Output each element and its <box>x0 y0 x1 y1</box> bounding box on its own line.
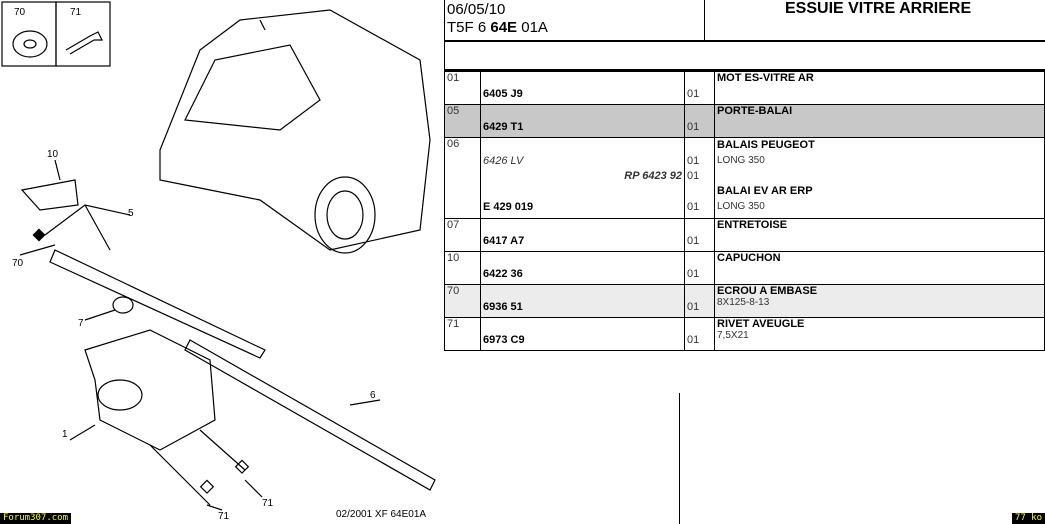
cap <box>20 179 79 211</box>
ref-prefix: T5F 6 <box>447 19 491 36</box>
alt-part-number: 6426 LV <box>483 155 524 167</box>
description-detail: 7,5X21 <box>717 330 749 341</box>
wiper-blade <box>184 339 436 491</box>
document-header: 06/05/10 T5F 6 64E 01A ESSUIE VITRE ARRI… <box>444 0 1045 42</box>
parts-diagram: 70 71 10 5 70 7 1 6 71 71 <box>1 1 436 522</box>
wiper-arm <box>49 249 266 359</box>
desc-cell: PORTE-BALAI <box>714 104 1045 138</box>
description: PORTE-BALAI <box>717 105 793 117</box>
nut-icon <box>12 30 48 58</box>
qty-cell: 01 <box>684 317 715 351</box>
description-detail: LONG 350 <box>717 201 765 212</box>
part-number: 6422 36 <box>483 268 523 280</box>
description: ECROU A EMBASE <box>717 285 818 297</box>
parts-table: 01 6405 J9 01 MOT ES-VITRE AR 05 6429 T1… <box>444 71 1045 351</box>
rep-cell: 10 <box>444 251 481 285</box>
description: BALAIS PEUGEOT <box>717 139 815 151</box>
table-row: 10 6422 36 01 CAPUCHON <box>444 251 1045 285</box>
description: ENTRETOISE <box>717 219 788 231</box>
part-number: E 429 019 <box>483 201 534 213</box>
label-5: 5 <box>128 208 134 219</box>
desc-cell: MOT ES-VITRE AR <box>714 71 1045 105</box>
description-detail: LONG 350 <box>717 155 765 166</box>
qty: 01 <box>687 170 700 182</box>
part-cell: 6429 T1 <box>480 104 685 138</box>
description: MOT ES-VITRE AR <box>717 72 814 84</box>
part-cell: 6936 51 <box>480 284 685 318</box>
qty: 01 <box>687 268 700 280</box>
description: CAPUCHON <box>717 252 781 264</box>
label-box-70: 70 <box>14 7 26 18</box>
doc-reference: T5F 6 64E 01A <box>447 19 548 36</box>
doc-date: 06/05/10 <box>447 1 506 18</box>
rep-cell: 71 <box>444 317 481 351</box>
part-cell: 6417 A7 <box>480 218 685 252</box>
rp-part-number: RP 6423 92 <box>624 170 682 182</box>
label-1: 1 <box>62 429 68 440</box>
qty: 01 <box>687 235 700 247</box>
qty: 01 <box>687 301 700 313</box>
page-divider <box>679 393 680 524</box>
qty-cell: 01 <box>684 218 715 252</box>
desc-cell: CAPUCHON <box>714 251 1045 285</box>
part-number: 6429 T1 <box>483 121 524 133</box>
description-detail: 8X125-8-13 <box>717 297 770 308</box>
qty-cell: 01 01 01 <box>684 137 715 219</box>
label-10: 10 <box>47 149 59 160</box>
description: RIVET AVEUGLE <box>717 318 805 330</box>
label-71-b: 71 <box>262 498 274 509</box>
qty-cell: 01 <box>684 251 715 285</box>
table-row: 06 6426 LV RP 6423 92 E 429 019 01 01 01… <box>444 137 1045 219</box>
file-size-badge: 77 ko <box>1011 513 1045 524</box>
label-71-a: 71 <box>218 511 230 522</box>
rep-cell: 05 <box>444 104 481 138</box>
part-number: 6973 C9 <box>483 334 525 346</box>
description: BALAI EV AR ERP <box>717 185 813 197</box>
diagram-footer: 02/2001 XF 64E01A <box>336 509 427 520</box>
part-number: 6936 51 <box>483 301 523 313</box>
part-number: 6417 A7 <box>483 235 525 247</box>
box-part-71 <box>55 1 111 67</box>
desc-cell: ENTRETOISE <box>714 218 1045 252</box>
forum-badge: Forum307.com <box>0 513 72 524</box>
label-70: 70 <box>12 258 24 269</box>
qty: 01 <box>687 88 700 100</box>
part-cell: 6973 C9 <box>480 317 685 351</box>
part-cell: 6426 LV RP 6423 92 E 429 019 <box>480 137 685 219</box>
qty-cell: 01 <box>684 104 715 138</box>
part-cell: 6405 J9 <box>480 71 685 105</box>
label-6: 6 <box>370 390 376 401</box>
part-number: 6405 J9 <box>483 88 523 100</box>
qty: 01 <box>687 334 700 346</box>
car-outline <box>159 9 431 251</box>
rep-cell: 70 <box>444 284 481 318</box>
qty: 01 <box>687 201 700 213</box>
qty-cell: 01 <box>684 71 715 105</box>
rep-cell: 07 <box>444 218 481 252</box>
desc-cell: BALAIS PEUGEOT LONG 350 BALAI EV AR ERP … <box>714 137 1045 219</box>
blank-row <box>444 42 1045 71</box>
header-divider <box>704 0 705 40</box>
rivet-icon <box>65 31 103 55</box>
ref-suffix: 01A <box>517 19 548 36</box>
wiper-motor <box>84 329 216 451</box>
label-7: 7 <box>78 318 84 329</box>
qty-cell: 01 <box>684 284 715 318</box>
part-cell: 6422 36 <box>480 251 685 285</box>
label-box-71: 71 <box>70 7 82 18</box>
rep-cell: 01 <box>444 71 481 105</box>
table-row: 07 6417 A7 01 ENTRETOISE <box>444 218 1045 252</box>
qty: 01 <box>687 155 700 167</box>
table-row: 01 6405 J9 01 MOT ES-VITRE AR <box>444 71 1045 105</box>
ref-bold: 64E <box>490 19 518 36</box>
table-row: 05 6429 T1 01 PORTE-BALAI <box>444 104 1045 138</box>
doc-title: ESSUIE VITRE ARRIERE <box>785 0 972 17</box>
qty: 01 <box>687 121 700 133</box>
rep-cell: 06 <box>444 137 481 219</box>
